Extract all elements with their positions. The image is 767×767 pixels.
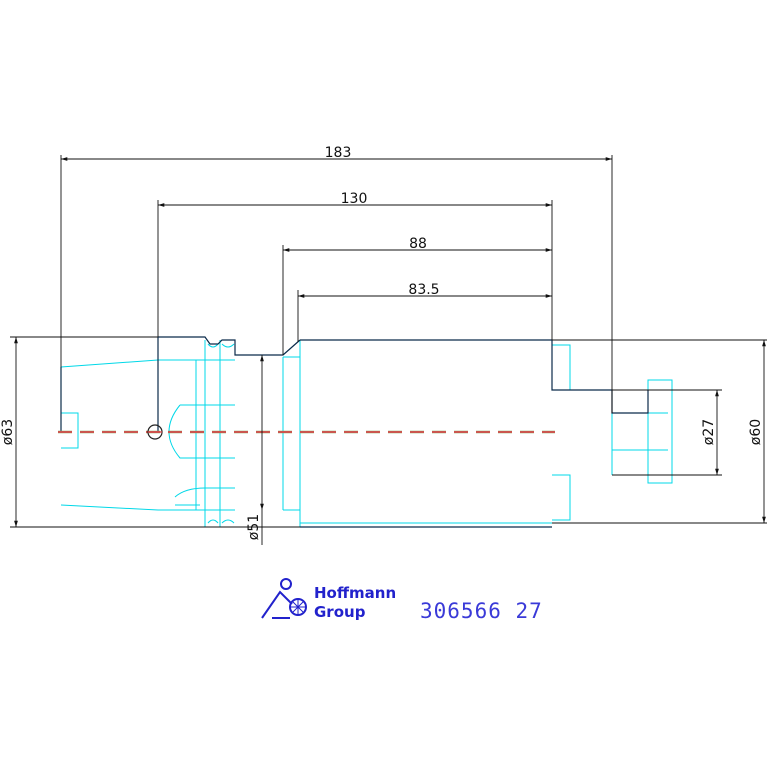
hoffmann-group-logo: Hoffmann Group — [261, 578, 396, 621]
dim-88-label: 88 — [409, 236, 427, 252]
dim-83_5-label: 83.5 — [408, 282, 439, 298]
internal-details — [60, 339, 673, 527]
dim-dia60-label: ø60 — [748, 419, 764, 445]
taper-slot — [61, 412, 79, 449]
logo-line1: Hoffmann — [314, 584, 396, 602]
dimension-lines — [10, 155, 767, 545]
tool-outline — [60, 336, 649, 528]
dim-dia51-label: ø51 — [246, 514, 262, 540]
centerline — [58, 424, 555, 440]
dim-dia63-label: ø63 — [0, 419, 16, 445]
logo-mark-icon — [261, 578, 307, 619]
dim-130-label: 130 — [341, 191, 368, 207]
dim-183-label: 183 — [325, 145, 352, 161]
dim-dia27-label: ø27 — [701, 419, 717, 445]
logo-line2: Group — [314, 603, 366, 621]
part-number: 306566 27 — [420, 599, 543, 623]
